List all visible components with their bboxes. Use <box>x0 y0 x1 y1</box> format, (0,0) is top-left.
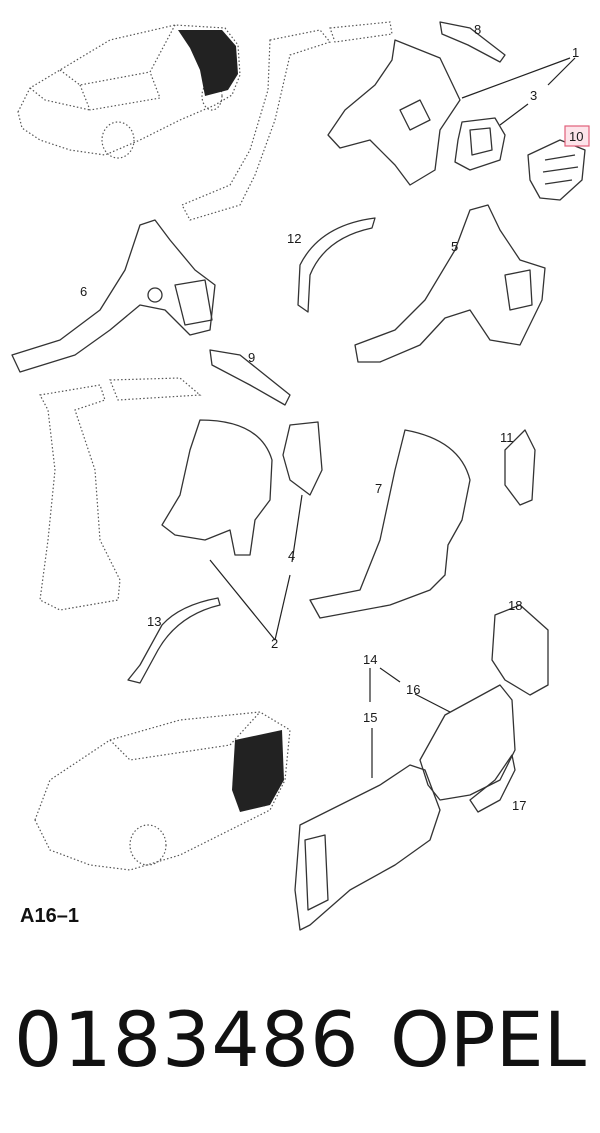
part-5-quarter-outer <box>354 204 546 363</box>
callout-1: 1 <box>572 45 579 60</box>
part-6-quarter-inner <box>11 219 216 373</box>
callout-6: 6 <box>80 284 87 299</box>
part-13-arch-strip <box>127 597 221 684</box>
callout-17: 17 <box>512 798 526 813</box>
part-16-panel <box>419 684 516 801</box>
callout-5: 5 <box>451 239 458 254</box>
part-7-quarter-panel <box>309 429 471 619</box>
parts-diagram: 1 2 3 4 5 6 7 8 9 10 11 12 13 14 15 16 1… <box>11 21 590 931</box>
quarter-panel-inner-1 <box>327 39 461 186</box>
brand-name: OPEL <box>389 995 586 1084</box>
callout-15: 15 <box>363 710 377 725</box>
part-18-bracket <box>491 604 549 696</box>
callout-13: 13 <box>147 614 161 629</box>
callout-10: 10 <box>569 129 583 144</box>
part-number: 0183486 <box>14 995 360 1084</box>
part-11-bracket <box>504 429 536 506</box>
convertible-car-illustration <box>34 711 291 871</box>
callout-4: 4 <box>288 548 295 563</box>
pillar-inner-panel <box>181 21 393 221</box>
callout-12: 12 <box>287 231 301 246</box>
part-4-bracket <box>282 421 323 496</box>
footer: 0183486 OPEL <box>0 985 600 1095</box>
callout-14: 14 <box>363 652 377 667</box>
callout-16: 16 <box>406 682 420 697</box>
leader-lines <box>209 57 576 778</box>
part-3-wheelhouse <box>454 117 506 171</box>
callout-3: 3 <box>530 88 537 103</box>
part-2-quarter-panel <box>161 419 273 556</box>
callout-11: 11 <box>500 430 514 445</box>
callout-18: 18 <box>508 598 522 613</box>
part-10-bracket <box>527 139 586 201</box>
part-8-bracket <box>439 21 506 63</box>
hatchback-car-illustration <box>17 24 241 159</box>
part-9-rail <box>209 349 291 406</box>
sheet-code: A16–1 <box>20 905 79 927</box>
callout-8: 8 <box>474 22 481 37</box>
callout-9: 9 <box>248 350 255 365</box>
part-17-strip <box>469 754 516 813</box>
callout-labels: 1 2 3 4 5 6 7 8 9 10 11 12 13 14 15 16 1… <box>80 22 590 813</box>
part-15-quarter-panel <box>294 764 441 931</box>
callout-7: 7 <box>375 481 382 496</box>
callout-10-highlight-box <box>564 125 590 147</box>
part-12-wheel-arch <box>297 217 376 313</box>
callout-2: 2 <box>271 636 278 651</box>
convertible-pillar <box>39 377 202 611</box>
